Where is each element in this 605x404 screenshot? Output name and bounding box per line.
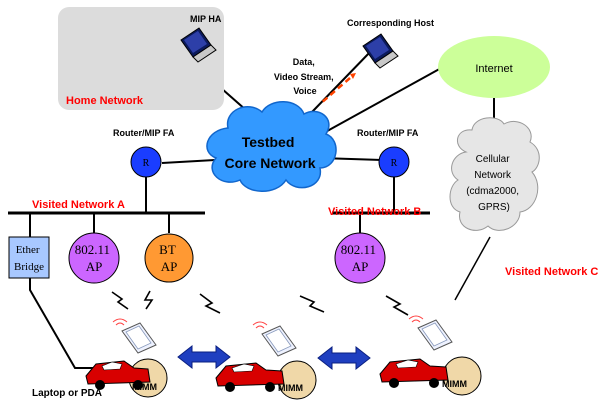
bt-ap-icon [144,233,194,283]
router-right-icon [378,146,410,178]
visited-network-a-label: Visited Network A [32,199,125,211]
cellular-line-3: (cdma2000, [466,186,519,197]
data-flow-arrowhead [350,73,356,79]
cellular-network-cloud [449,117,540,231]
mimm-disc-right [442,356,482,396]
wireless-links [111,290,409,316]
ap-80211-left-label: 802.11 AP [75,242,114,274]
wireless-zigzag-3 [199,293,221,314]
link-router-left-core [161,159,216,164]
data-flow-dashed-arrow [319,77,351,105]
car-icon-center [215,362,285,392]
link-internet-core [319,66,444,136]
car-icon-left [85,360,151,390]
ether-bridge-label: Ether Bridge [14,244,44,273]
ap-80211-left-line-1: 802.11 [75,242,110,257]
ap-80211-right-icon [334,232,386,284]
ap-80211-left-line-2: AP [86,259,103,274]
pda-icon-center [252,321,297,357]
mobile-node-right: MIMM [379,315,482,396]
ap-80211-right-line-1: 802.11 [341,242,376,257]
corresponding-host-label: Corresponding Host [347,18,434,28]
core-network-line-2: Core Network [224,155,315,171]
cellular-line-2: Network [474,170,512,181]
handoff-arrow-left [177,344,231,370]
bt-ap-label: BT AP [159,242,179,274]
cellular-line-1: Cellular [476,154,511,165]
bt-ap-line-2: AP [161,259,178,274]
visited-network-c-label: Visited Network C [505,266,598,278]
mip-ha-label: MIP HA [190,14,222,24]
ap-80211-right-label: 802.11 AP [341,242,380,274]
link-cellular-handset-right [454,236,491,301]
pda-icon-right [408,315,453,351]
wireless-zigzag-5 [385,295,409,316]
link-corresponding-core [311,49,373,113]
handoff-arrow-right [317,345,371,371]
laptop-or-pda-label: Laptop or PDA [32,388,102,399]
wireless-zigzag-2 [143,290,154,310]
data-stream-line-3: Voice [293,86,316,96]
router-left-glyph: R [143,158,150,169]
data-stream-line-1: Data, [293,57,315,67]
link-ether-laptop [29,278,120,369]
mimm-label-left: MIMM [132,382,157,392]
bt-ap-line-1: BT [159,242,176,257]
wireless-zigzag-1 [111,291,129,310]
cellular-network-label: Cellular Network (cdma2000, GPRS) [466,154,522,213]
visited-network-b-label: Visited Network B [328,206,421,218]
core-network-cloud [206,101,337,192]
mobile-node-left: MIMM [85,318,168,398]
mimm-label-right: MIMM [442,379,467,389]
ap-80211-right-line-2: AP [352,259,369,274]
router-right-label: Router/MIP FA [357,128,419,138]
car-icon-right [379,358,449,388]
wireless-zigzag-4 [299,295,325,313]
home-network-label: Home Network [66,95,144,107]
ether-bridge-line-1: Ether [16,244,40,256]
internet-label: Internet [475,63,512,75]
router-left-icon [130,146,162,178]
mimm-label-center: MIMM [278,383,303,393]
data-stream-line-2: Video Stream, [274,72,334,82]
data-stream-label: Data, Video Stream, Voice [274,57,336,96]
mobile-node-center: MIMM [215,321,317,400]
router-right-glyph: R [391,158,398,169]
ap-80211-left-icon [68,232,120,284]
ether-bridge-line-2: Bridge [14,261,44,273]
corresponding-host-laptop-icon [362,33,399,69]
core-network-line-1: Testbed [242,134,295,150]
router-left-label: Router/MIP FA [113,128,175,138]
cellular-line-4: GPRS) [478,202,510,213]
ether-bridge-box [8,236,50,279]
home-network-box [58,7,224,110]
core-network-label: Testbed Core Network [224,134,315,171]
internet-ellipse [438,36,550,98]
pda-icon-left [112,318,157,354]
